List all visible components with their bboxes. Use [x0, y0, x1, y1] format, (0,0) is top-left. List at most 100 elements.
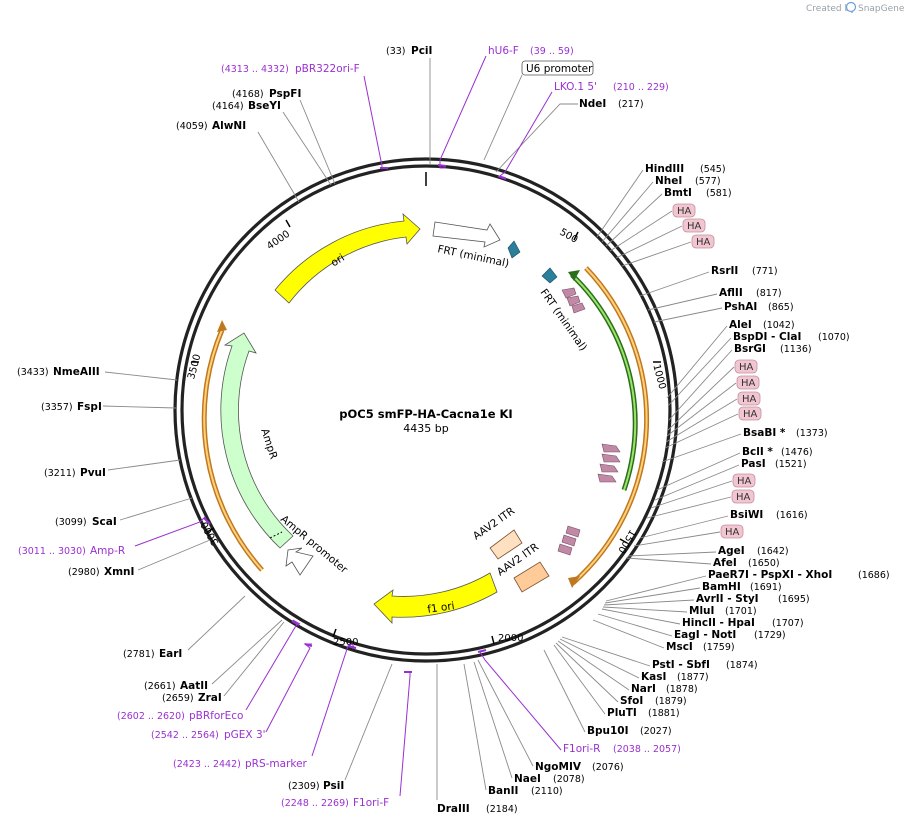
- enzyme-rsrii-leader: [639, 271, 710, 297]
- enzyme-aflii[interactable]: AflII: [719, 287, 743, 299]
- ha-tag-4-leader: [667, 366, 735, 431]
- enzyme-scai[interactable]: ScaI: [92, 516, 117, 528]
- enzyme-agei[interactable]: AgeI: [718, 545, 745, 557]
- enzyme-rsrii[interactable]: RsrII: [711, 265, 738, 277]
- enzyme-alwni[interactable]: AlwNI: [212, 120, 246, 132]
- ha-tag-6[interactable]: [737, 391, 761, 406]
- enzyme-ngomiv[interactable]: NgoMIV: [535, 761, 582, 773]
- enzyme-pshai-leader: [653, 307, 723, 323]
- ha-tag-10[interactable]: [720, 524, 744, 539]
- credit-prefix: Created by: [806, 4, 856, 14]
- enzyme-paer7i[interactable]: PaeR7I - PspXI - XhoI: [708, 569, 832, 581]
- enzyme-pspfi[interactable]: PspFI: [269, 88, 301, 100]
- enzyme-bseyi-leader: [282, 111, 332, 186]
- enzyme-avrii-styi[interactable]: AvrII - StyI: [696, 593, 759, 605]
- aav2-itr-lower-feature[interactable]: [513, 561, 550, 593]
- enzyme-pasi-pos: (1521): [775, 459, 807, 470]
- enzyme-aflii-leader: [647, 293, 718, 311]
- primer-amp-r[interactable]: Amp-R: [90, 545, 125, 557]
- enzyme-eari[interactable]: EarI: [159, 648, 182, 660]
- enzyme-zrai[interactable]: ZraI: [198, 692, 222, 704]
- u6-promoter-label: U6 promoter: [526, 63, 593, 75]
- ampr-feature[interactable]: [220, 332, 294, 549]
- enzyme-aatii-leader: [211, 619, 283, 685]
- aav2-itr-upper-feature[interactable]: [489, 529, 523, 560]
- primer-pbr322ori-f-leader: [363, 75, 388, 169]
- enzyme-nhei[interactable]: NheI: [655, 175, 682, 187]
- enzyme-bsabi[interactable]: BsaBI *: [743, 427, 786, 439]
- ampr-label: AmpR: [258, 427, 279, 461]
- enzyme-msci[interactable]: MscI: [666, 641, 693, 653]
- enzyme-naei-leader: [473, 661, 513, 779]
- snapgene-logo-icon: [845, 1, 857, 13]
- enzyme-bseyi[interactable]: BseYI: [248, 100, 281, 112]
- enzyme-bspdi-clai[interactable]: BspDI - ClaI: [733, 331, 801, 343]
- ruler-label-2000: 2000: [498, 633, 523, 644]
- primer-hu6-f[interactable]: hU6-F: [488, 45, 519, 57]
- plasmid-size: 4435 bp: [403, 422, 448, 435]
- enzyme-eagi-noti-leader: [597, 613, 673, 637]
- enzyme-afei[interactable]: AfeI: [713, 557, 737, 569]
- enzyme-pvui[interactable]: PvuI: [80, 467, 106, 479]
- enzyme-pasi[interactable]: PasI: [741, 458, 766, 470]
- frt-marker-1-icon: [507, 240, 521, 259]
- frt-minimal-top-label: FRT (minimal): [436, 243, 510, 270]
- enzyme-nmeaiii[interactable]: NmeAIII: [53, 366, 100, 378]
- ampr-promoter-feature[interactable]: [285, 547, 314, 576]
- primer-pgex3[interactable]: pGEX 3': [224, 729, 266, 741]
- enzyme-sfoi[interactable]: SfoI: [620, 695, 643, 707]
- enzyme-banii[interactable]: BanII: [488, 785, 518, 797]
- enzyme-alei[interactable]: AleI: [729, 319, 752, 331]
- ha-tag-4[interactable]: [734, 359, 758, 374]
- enzyme-ndei[interactable]: NdeI: [579, 98, 606, 110]
- enzyme-mlui[interactable]: MluI: [689, 605, 714, 617]
- enzyme-hindiii[interactable]: HindIII: [645, 163, 684, 175]
- ha-tag-5[interactable]: [736, 375, 760, 390]
- enzyme-psii[interactable]: PsiI: [323, 780, 344, 792]
- enzyme-bpu10i[interactable]: Bpu10I: [587, 725, 629, 737]
- enzyme-bamhi[interactable]: BamHI: [702, 581, 741, 593]
- enzyme-scai-pos: (3099): [55, 517, 87, 528]
- primer-f1ori-f[interactable]: F1ori-F: [353, 797, 389, 809]
- ha-tag-8[interactable]: [732, 473, 756, 488]
- enzyme-pluti[interactable]: PluTI: [607, 707, 637, 719]
- primer-pgex3-leader: [265, 643, 312, 733]
- enzyme-sfoi-leader: [555, 642, 619, 703]
- enzyme-hincii-hpai[interactable]: HincII - HpaI: [682, 617, 755, 629]
- primer-pbr322ori-f[interactable]: pBR322ori-F: [295, 63, 360, 75]
- enzyme-bmti[interactable]: BmtI: [664, 187, 692, 199]
- enzyme-pcii[interactable]: PciI: [411, 45, 432, 57]
- enzyme-eagi-noti[interactable]: EagI - NotI: [674, 629, 736, 641]
- ha-tag-3[interactable]: [691, 234, 715, 249]
- ha-tag-2[interactable]: [682, 218, 706, 233]
- frt-minimal-top-feature[interactable]: [432, 221, 501, 248]
- u6-promoter-box[interactable]: [521, 60, 594, 76]
- enzyme-naei[interactable]: NaeI: [514, 773, 541, 785]
- enzyme-draiii[interactable]: DraIII: [437, 803, 470, 815]
- enzyme-bcli[interactable]: BclI *: [742, 446, 773, 458]
- enzyme-pshai[interactable]: PshAI: [724, 301, 757, 313]
- primer-lko1-5[interactable]: LKO.1 5': [554, 81, 597, 93]
- enzyme-bsiwi[interactable]: BsiWI: [730, 509, 763, 521]
- primer-pbrforeco[interactable]: pBRforEco: [189, 710, 243, 722]
- enzyme-bsiwi-leader: [639, 515, 729, 539]
- ha-tag-9[interactable]: [731, 489, 755, 504]
- enzyme-nari[interactable]: NarI: [631, 683, 656, 695]
- primer-prs-marker[interactable]: pRS-marker: [245, 758, 308, 770]
- enzyme-bsrgi[interactable]: BsrGI: [734, 343, 766, 355]
- ruler-label-2500: 2500: [333, 637, 358, 648]
- ha-tag-1[interactable]: [672, 203, 696, 218]
- ha-tag-10-leader: [633, 531, 721, 547]
- enzyme-xmni[interactable]: XmnI: [104, 566, 134, 578]
- f1-ori-feature[interactable]: [373, 572, 498, 625]
- enzyme-psti-sbfi[interactable]: PstI - SbfI: [652, 659, 710, 671]
- enzyme-alei-leader: [666, 325, 728, 399]
- ha-tag-7[interactable]: [738, 406, 762, 421]
- enzyme-bsrgi-leader: [668, 349, 733, 421]
- enzyme-aatii[interactable]: AatII: [180, 680, 208, 692]
- primer-f1ori-r[interactable]: F1ori-R: [563, 743, 600, 755]
- enzyme-hincii-hpai-pos: (1707): [772, 618, 804, 629]
- enzyme-kasi[interactable]: KasI: [641, 671, 666, 683]
- enzyme-fspi[interactable]: FspI: [77, 401, 102, 413]
- ori-feature[interactable]: [274, 212, 421, 304]
